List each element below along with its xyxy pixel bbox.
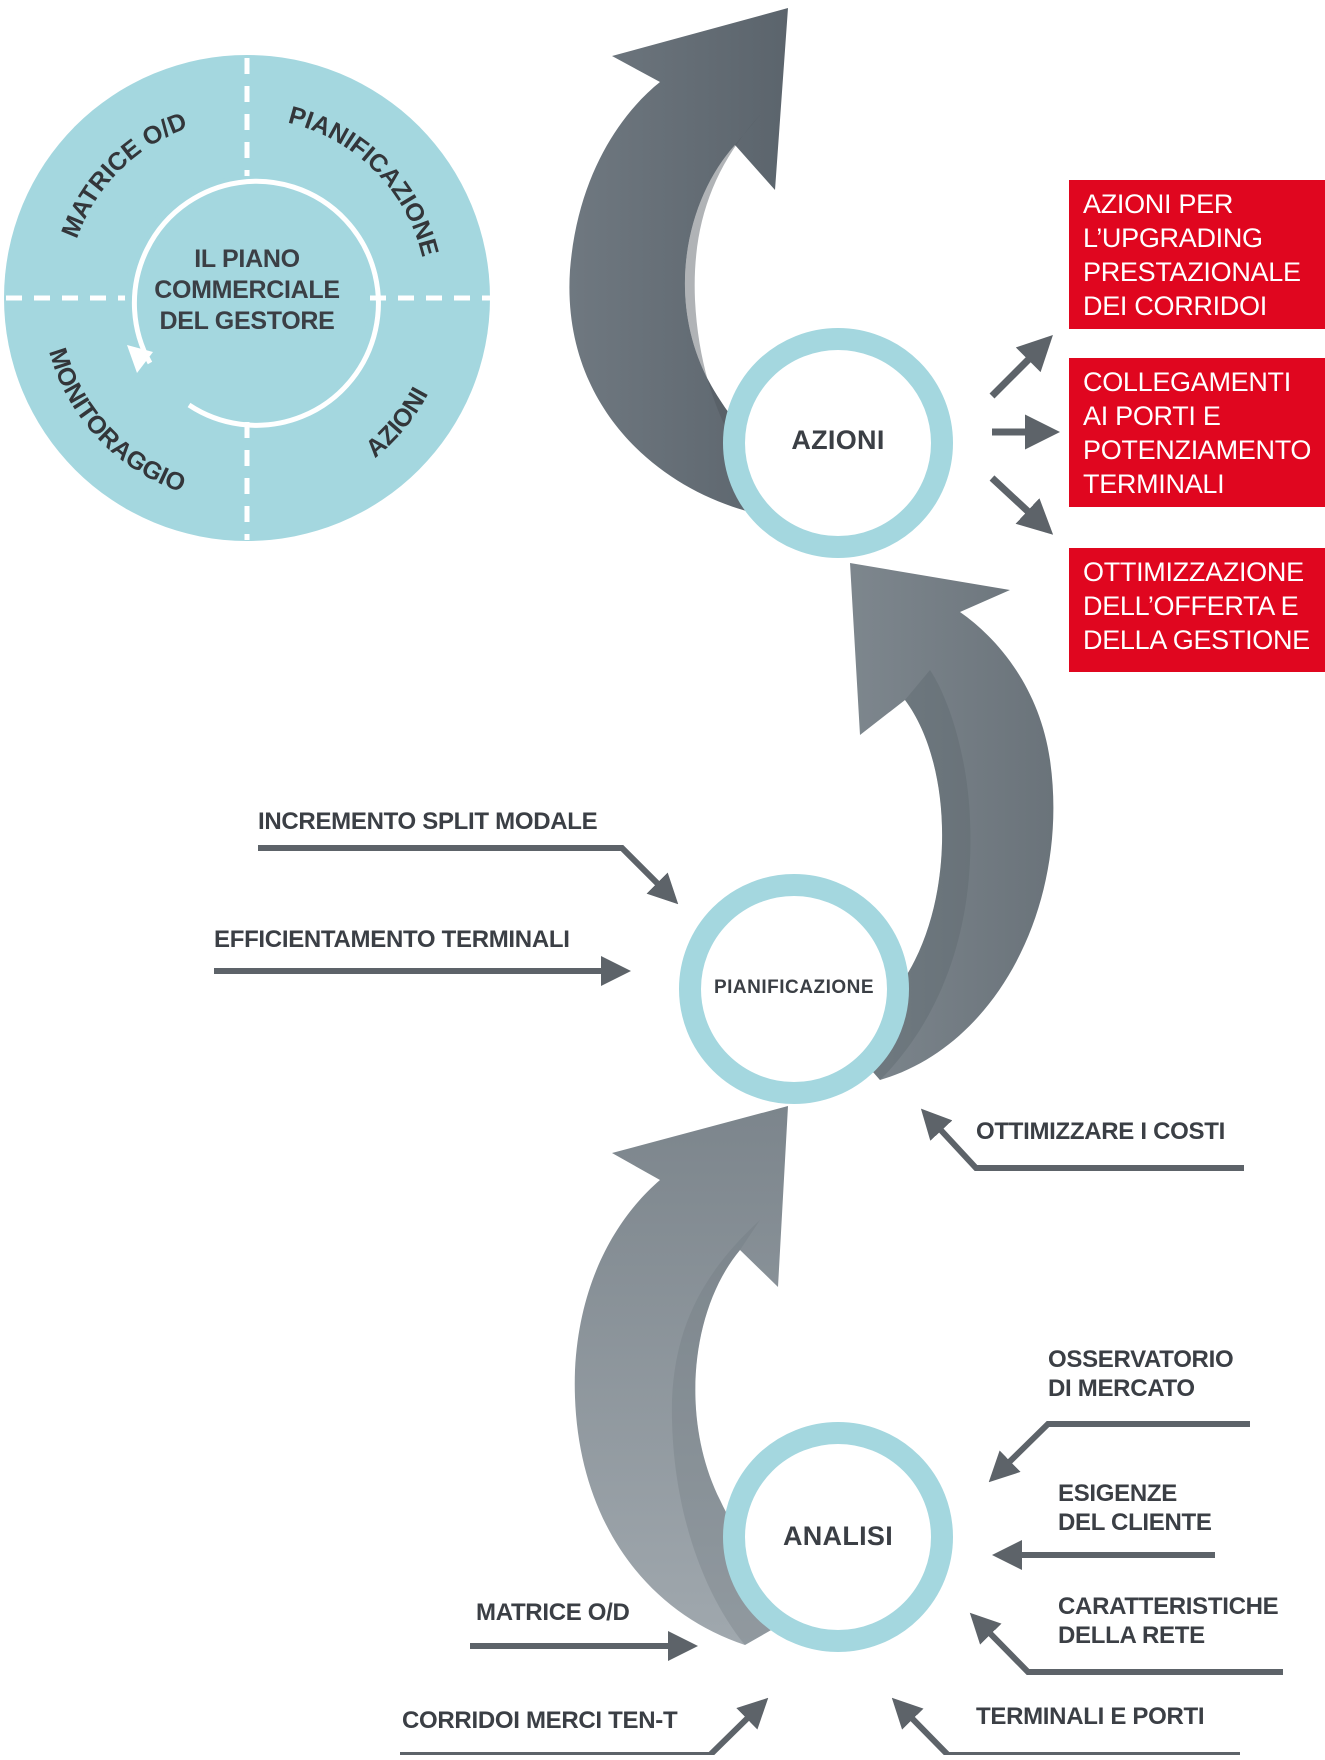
connector-caratteristiche [969,1612,1283,1675]
stage-ring-azioni [723,328,953,558]
label-efficientamento-terminali: EFFICIENTAMENTO TERMINALI [214,926,570,953]
action-box-ottimizzazione-offerta: OTTIMIZZAZIONE DELL’OFFERTA E DELLA GEST… [1069,548,1325,672]
label-terminali-porti: TERMINALI E PORTI [976,1703,1205,1730]
label-osservatorio-mercato: OSSERVATORIO DI MERCATO [1048,1346,1234,1402]
wheel-cycle-arrow [131,178,381,428]
label-matrice-od: MATRICE O/D [476,1599,630,1626]
label-caratteristiche-rete: CARATTERISTICHE DELLA RETE [1058,1593,1279,1649]
stage-ring-analisi [723,1422,953,1652]
connector-azioni-to-ottimizzazione [989,475,1054,535]
stage-ring-pianificazione [679,874,909,1104]
wheel-center-title: IL PIANO COMMERCIALE DEL GESTORE [154,245,340,335]
connector-osservatorio [988,1421,1250,1483]
stage-label-pianificazione: PIANIFICAZIONE [713,977,875,998]
label-corridoi-merci: CORRIDOI MERCI TEN-T [402,1707,678,1734]
connector-ottimizzare-costi [920,1108,1244,1171]
stage-label-analisi: ANALISI [782,1521,894,1551]
planning-wheel: MATRICE O/D PIANIFICAZIONE AZIONI MONITO… [4,55,490,541]
label-incremento-split-modale: INCREMENTO SPLIT MODALE [258,808,598,835]
label-ottimizzare-costi: OTTIMIZZARE I COSTI [976,1118,1225,1145]
bottom-curved-arrow [574,1106,815,1645]
action-box-upgrading-corridoi: AZIONI PER L’UPGRADING PRESTAZIONALE DEI… [1069,180,1325,329]
action-box-collegamenti-porti: COLLEGAMENTI AI PORTI E POTENZIAMENTO TE… [1069,358,1325,507]
middle-curved-arrow [845,563,1054,1080]
wheel-inner-disc [125,176,369,420]
label-esigenze-cliente: ESIGENZE DEL CLIENTE [1058,1480,1212,1536]
connector-incremento-split [258,845,679,905]
stage-label-azioni: AZIONI [791,425,885,455]
connector-azioni-to-upgrading [989,335,1053,399]
wheel-cycle-arrowhead [127,345,153,373]
